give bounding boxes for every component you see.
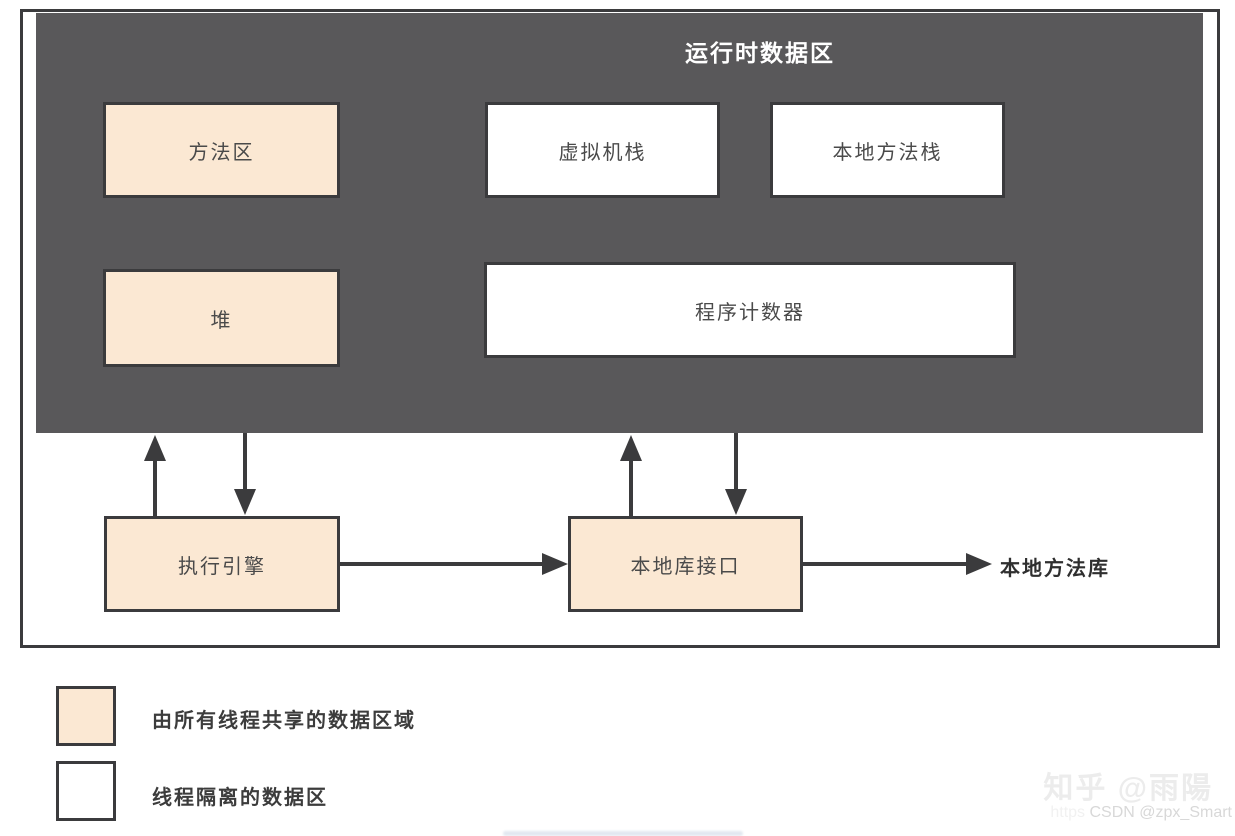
csdn-watermark-prefix: https [1050,804,1086,821]
arrow-engine-to-interface-icon [542,553,568,575]
arrow-down-runtime-to-engine-line [243,433,247,491]
vm-stack-box: 虚拟机栈 [485,102,720,198]
zhihu-watermark: 知乎 @雨陽 [1043,772,1213,805]
arrow-down-runtime-to-interface-line [734,433,738,491]
native-method-library-label: 本地方法库 [1000,558,1110,580]
arrow-up-engine-to-runtime-line [153,456,157,516]
execution-engine-box: 执行引擎 [104,516,340,612]
arrow-down-runtime-to-interface-icon [725,489,747,515]
arrow-up-interface-to-runtime-line [629,456,633,516]
arrow-interface-to-library-line [803,562,969,566]
jvm-outer-frame [20,9,1220,648]
runtime-data-area [36,13,1203,433]
bottom-bar-artifact [503,831,743,836]
method-area-box: 方法区 [103,102,340,198]
csdn-watermark: https CSDN @zpx_Smart [1050,804,1232,822]
legend-shared-swatch [56,686,116,746]
arrow-engine-to-interface-line [340,562,546,566]
csdn-watermark-handle: CSDN @zpx_Smart [1089,804,1233,821]
native-method-stack-box: 本地方法栈 [770,102,1005,198]
program-counter-box: 程序计数器 [484,262,1016,358]
legend-isolated-swatch [56,761,116,821]
legend-isolated-label: 线程隔离的数据区 [152,787,328,809]
legend-shared-label: 由所有线程共享的数据区域 [152,710,416,732]
arrow-interface-to-library-icon [966,553,992,575]
native-library-interface-box: 本地库接口 [568,516,803,612]
heap-box: 堆 [103,269,340,367]
arrow-down-runtime-to-engine-icon [234,489,256,515]
arrow-up-interface-to-runtime-icon [620,435,642,461]
runtime-data-area-title: 运行时数据区 [685,40,835,66]
arrow-up-engine-to-runtime-icon [144,435,166,461]
